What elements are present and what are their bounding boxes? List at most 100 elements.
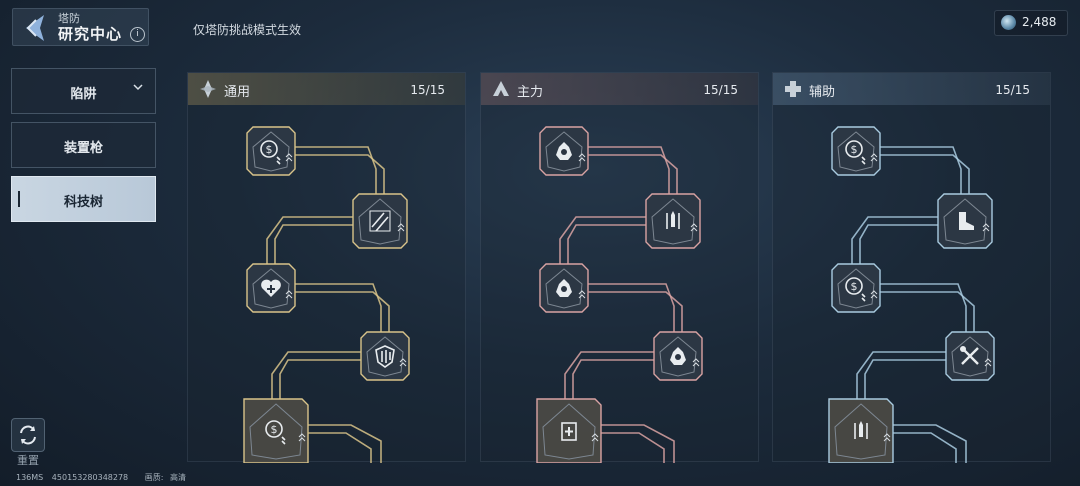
tech-tree-general: $$	[243, 126, 410, 463]
mode-note: 仅塔防挑战模式生效	[193, 23, 302, 37]
info-icon[interactable]: i	[130, 27, 145, 42]
rank-chevrons-icon	[397, 223, 405, 232]
tree-connector	[880, 154, 970, 194]
tech-node[interactable]	[653, 331, 703, 381]
tech-node[interactable]	[828, 398, 894, 463]
sidebar-item-label: 陷阱	[70, 87, 97, 102]
cross-plus-icon	[785, 81, 801, 97]
node-frame	[831, 263, 881, 313]
quality-label: 画质:	[144, 473, 164, 482]
node-frame	[246, 126, 296, 176]
svg-text:$: $	[851, 280, 858, 293]
tech-node[interactable]	[645, 193, 701, 249]
tree-connector	[295, 291, 390, 332]
rank-chevrons-icon	[578, 153, 586, 162]
chevron-down-icon	[133, 84, 143, 91]
tech-node[interactable]	[536, 398, 602, 463]
tree-connector	[859, 224, 955, 264]
page-title: 研究中心	[58, 25, 123, 43]
rank-chevrons-icon	[883, 433, 891, 442]
currency-value: 2,488	[1022, 15, 1057, 29]
sidebar-item-device-gun[interactable]: 装置枪	[11, 122, 156, 168]
boot-icon	[943, 198, 987, 245]
latency: 136MS	[16, 473, 44, 482]
rank-chevrons-icon	[591, 433, 599, 442]
tree-connector	[572, 359, 668, 399]
reset-label: 重置	[17, 454, 39, 467]
back-arrow-icon[interactable]	[14, 12, 58, 44]
player-id: 450153280348278	[51, 473, 129, 482]
panel-header: 辅助 15/15	[773, 73, 1050, 105]
crystal-coin-icon	[1001, 15, 1016, 30]
panel-progress: 15/15	[703, 83, 738, 97]
tree-connector	[567, 224, 663, 264]
shield-icon	[366, 336, 404, 377]
rank-chevrons-icon	[870, 290, 878, 299]
tech-node[interactable]: $	[243, 398, 309, 463]
armor-upgrade-icon	[545, 131, 583, 172]
quality-value: 高清	[169, 473, 186, 482]
tree-connector	[295, 146, 377, 194]
wrench-cross-icon	[951, 336, 989, 377]
heart-plus-icon	[252, 268, 290, 309]
tree-connector	[601, 424, 675, 463]
tech-tree-main	[536, 126, 703, 463]
tree-connector	[893, 432, 957, 463]
armor-upgrade-icon	[659, 336, 697, 377]
reset-button[interactable]	[11, 418, 45, 452]
tech-node[interactable]: $	[246, 126, 296, 176]
tree-connector	[851, 216, 955, 264]
node-frame	[352, 193, 408, 249]
sidebar-item-label: 装置枪	[63, 141, 103, 156]
battery-plus-icon	[542, 403, 596, 460]
tree-connector	[295, 154, 385, 194]
panel-main: 主力 15/15	[480, 72, 759, 463]
sidebar-item-tech-tree[interactable]: 科技树	[11, 176, 156, 222]
rank-chevrons-icon	[285, 153, 293, 162]
sidebar-item-label: 科技树	[63, 195, 103, 210]
tech-node[interactable]	[539, 263, 589, 313]
svg-text:$: $	[271, 423, 278, 436]
sword-icon	[651, 198, 695, 245]
coin-wrench-icon: $	[837, 268, 875, 309]
slash-damage-icon	[358, 198, 402, 245]
tech-node[interactable]	[539, 126, 589, 176]
tree-connector	[308, 424, 382, 463]
tree-connectors	[266, 146, 390, 463]
diamond-star-icon	[200, 80, 216, 98]
rank-chevrons-icon	[870, 153, 878, 162]
tree-connector	[588, 154, 678, 194]
coin-wrench-icon: $	[249, 403, 303, 460]
svg-text:$: $	[851, 143, 858, 156]
tree-connector	[856, 351, 960, 399]
tree-connector	[564, 351, 668, 399]
sidebar-item-traps[interactable]: 陷阱	[11, 68, 156, 114]
rank-chevrons-icon	[982, 223, 990, 232]
tree-connector	[880, 146, 962, 194]
tech-node[interactable]	[937, 193, 993, 249]
coin-upgrade-icon: $	[837, 131, 875, 172]
tree-connector	[559, 216, 663, 264]
tree-connectors	[851, 146, 975, 463]
panel-header: 通用 15/15	[188, 73, 465, 105]
panel-title: 主力	[517, 85, 544, 100]
tech-node[interactable]: $	[831, 126, 881, 176]
tech-node[interactable]	[246, 263, 296, 313]
panel-title: 辅助	[809, 85, 836, 100]
tech-node[interactable]	[360, 331, 410, 381]
panel-progress: 15/15	[995, 83, 1030, 97]
tech-node[interactable]: $	[831, 263, 881, 313]
panel-header: 主力 15/15	[481, 73, 758, 105]
tree-connector	[279, 359, 375, 399]
panel-general: 通用 15/15 $$	[187, 72, 466, 463]
rank-chevrons-icon	[690, 223, 698, 232]
rank-chevrons-icon	[692, 358, 700, 367]
tech-node[interactable]	[945, 331, 995, 381]
tree-connector	[880, 291, 975, 332]
rank-chevrons-icon	[578, 290, 586, 299]
tree-connector	[271, 351, 375, 399]
tree-connector	[588, 146, 670, 194]
refresh-icon	[20, 425, 36, 445]
tech-node[interactable]	[352, 193, 408, 249]
svg-text:$: $	[266, 143, 273, 156]
